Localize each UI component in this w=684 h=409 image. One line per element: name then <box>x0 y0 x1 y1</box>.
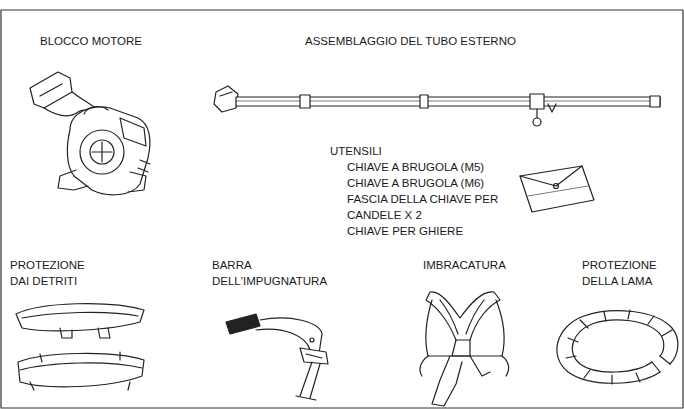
part-name: PROTEZIONE DELLA LAMA <box>582 257 677 289</box>
harness-drawing <box>420 292 509 406</box>
part-name: IMBRACATURA <box>423 257 506 273</box>
part-name: BARRA DELL'IMPUGNATURA <box>212 257 342 289</box>
tool-name: CHIAVE PER GHIERE <box>347 223 463 239</box>
tool-name: FASCIA DELLA CHIAVE PER CANDELE X 2 <box>347 191 537 223</box>
tool-pouch-drawing <box>520 166 594 212</box>
handle-bar-drawing <box>226 314 328 400</box>
part-name: BLOCCO MOTORE <box>40 33 142 49</box>
part-name: ASSEMBLAGGIO DEL TUBO ESTERNO <box>305 33 516 49</box>
engine-drawing <box>30 72 150 195</box>
part-name: PROTEZIONE DAI DETRITI <box>10 257 105 289</box>
tool-name: CHIAVE A BRUGOLA (M5) <box>347 159 484 175</box>
debris-guard-drawing <box>16 304 144 390</box>
tool-name: CHIAVE A BRUGOLA (M6) <box>347 175 484 191</box>
tube-drawing <box>214 86 660 126</box>
blade-guard-drawing <box>557 310 678 384</box>
group-heading: UTENSILI <box>330 143 382 159</box>
